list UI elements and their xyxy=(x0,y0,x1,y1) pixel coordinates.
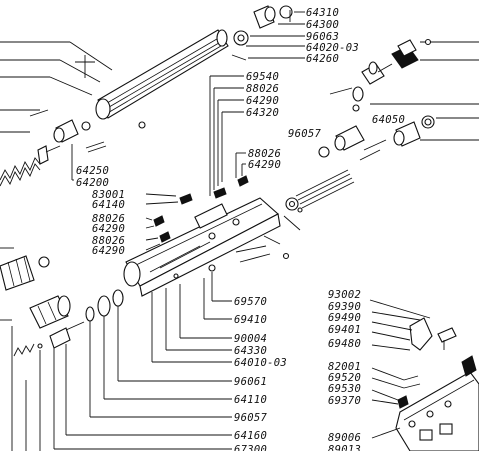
front-components xyxy=(0,255,124,357)
part-label: 69390 xyxy=(328,301,361,313)
part-label: 88026 xyxy=(246,83,279,95)
part-label: 90004 xyxy=(234,333,267,345)
part-label: 64300 xyxy=(306,19,339,31)
part-label: 82001 xyxy=(328,361,361,373)
part-label: 69520 xyxy=(328,372,361,384)
part-label: 96057 xyxy=(234,412,267,424)
valve-assembly xyxy=(318,115,479,161)
labels-left-mid: 64250 64200 xyxy=(76,165,109,189)
labels-top-right: 64310 64300 96063 64020-03 64260 xyxy=(306,7,359,65)
part-label: 89013 xyxy=(328,444,361,451)
part-label: 64330 xyxy=(234,345,267,357)
part-label: 64290 xyxy=(248,159,281,171)
part-label: 89006 xyxy=(328,432,361,444)
part-label: 64200 xyxy=(76,177,109,189)
part-label: 64020-03 xyxy=(306,42,359,54)
body-screws xyxy=(153,175,303,263)
part-label: 64250 xyxy=(76,165,109,177)
labels-bottom-col: 69570 69410 90004 64330 64010-03 96061 6… xyxy=(234,296,287,451)
main-spring xyxy=(295,169,355,209)
top-fittings xyxy=(231,5,305,61)
barrel-tube xyxy=(75,29,229,129)
bottom-leaders xyxy=(53,272,232,450)
part-label: 69540 xyxy=(246,71,279,83)
part-label: 96063 xyxy=(306,31,339,43)
part-label: 64010-03 xyxy=(234,357,287,369)
part-label: 64110 xyxy=(234,394,267,406)
labels-left-stack: 83001 64140 88026 64290 88026 64290 xyxy=(92,189,125,257)
part-label: 88026 xyxy=(248,148,281,160)
part-label: 69490 xyxy=(328,312,361,324)
left-small-parts xyxy=(29,109,107,181)
part-label: 64050 xyxy=(372,114,405,126)
part-label: 69530 xyxy=(328,383,361,395)
part-label: 64140 xyxy=(92,199,125,211)
part-label: 88026 xyxy=(92,235,125,247)
center-leaders xyxy=(145,10,291,251)
labels-right-singles: 96057 64050 xyxy=(288,114,405,140)
part-label: 88026 xyxy=(92,213,125,225)
bolt-parts xyxy=(329,38,479,112)
labels-upper-mid: 69540 88026 64290 64320 xyxy=(246,71,279,119)
part-label: 69401 xyxy=(328,324,361,336)
labels-mid-small: 88026 64290 xyxy=(248,148,281,171)
part-label: 96057 xyxy=(288,128,321,140)
part-label: 67300 xyxy=(234,444,267,451)
trigger-frame xyxy=(369,299,479,451)
receiver-body xyxy=(123,197,281,297)
part-label: 83001 xyxy=(92,189,125,201)
part-label: 64310 xyxy=(306,7,339,19)
part-label: 64290 xyxy=(92,245,125,257)
part-label: 96061 xyxy=(234,376,267,388)
part-label: 93002 xyxy=(328,289,361,301)
part-label: 69370 xyxy=(328,395,361,407)
part-label: 64320 xyxy=(246,107,279,119)
part-label: 69480 xyxy=(328,338,361,350)
left-leader-lines xyxy=(0,41,113,451)
part-label: 64290 xyxy=(246,95,279,107)
left-spring xyxy=(0,145,61,187)
part-label: 69410 xyxy=(234,314,267,326)
part-label: 64160 xyxy=(234,430,267,442)
part-label: 69570 xyxy=(234,296,267,308)
labels-bottom-right: 93002 69390 69490 69401 69480 82001 6952… xyxy=(328,289,361,451)
part-label: 64290 xyxy=(92,223,125,235)
part-label: 64260 xyxy=(306,53,339,65)
